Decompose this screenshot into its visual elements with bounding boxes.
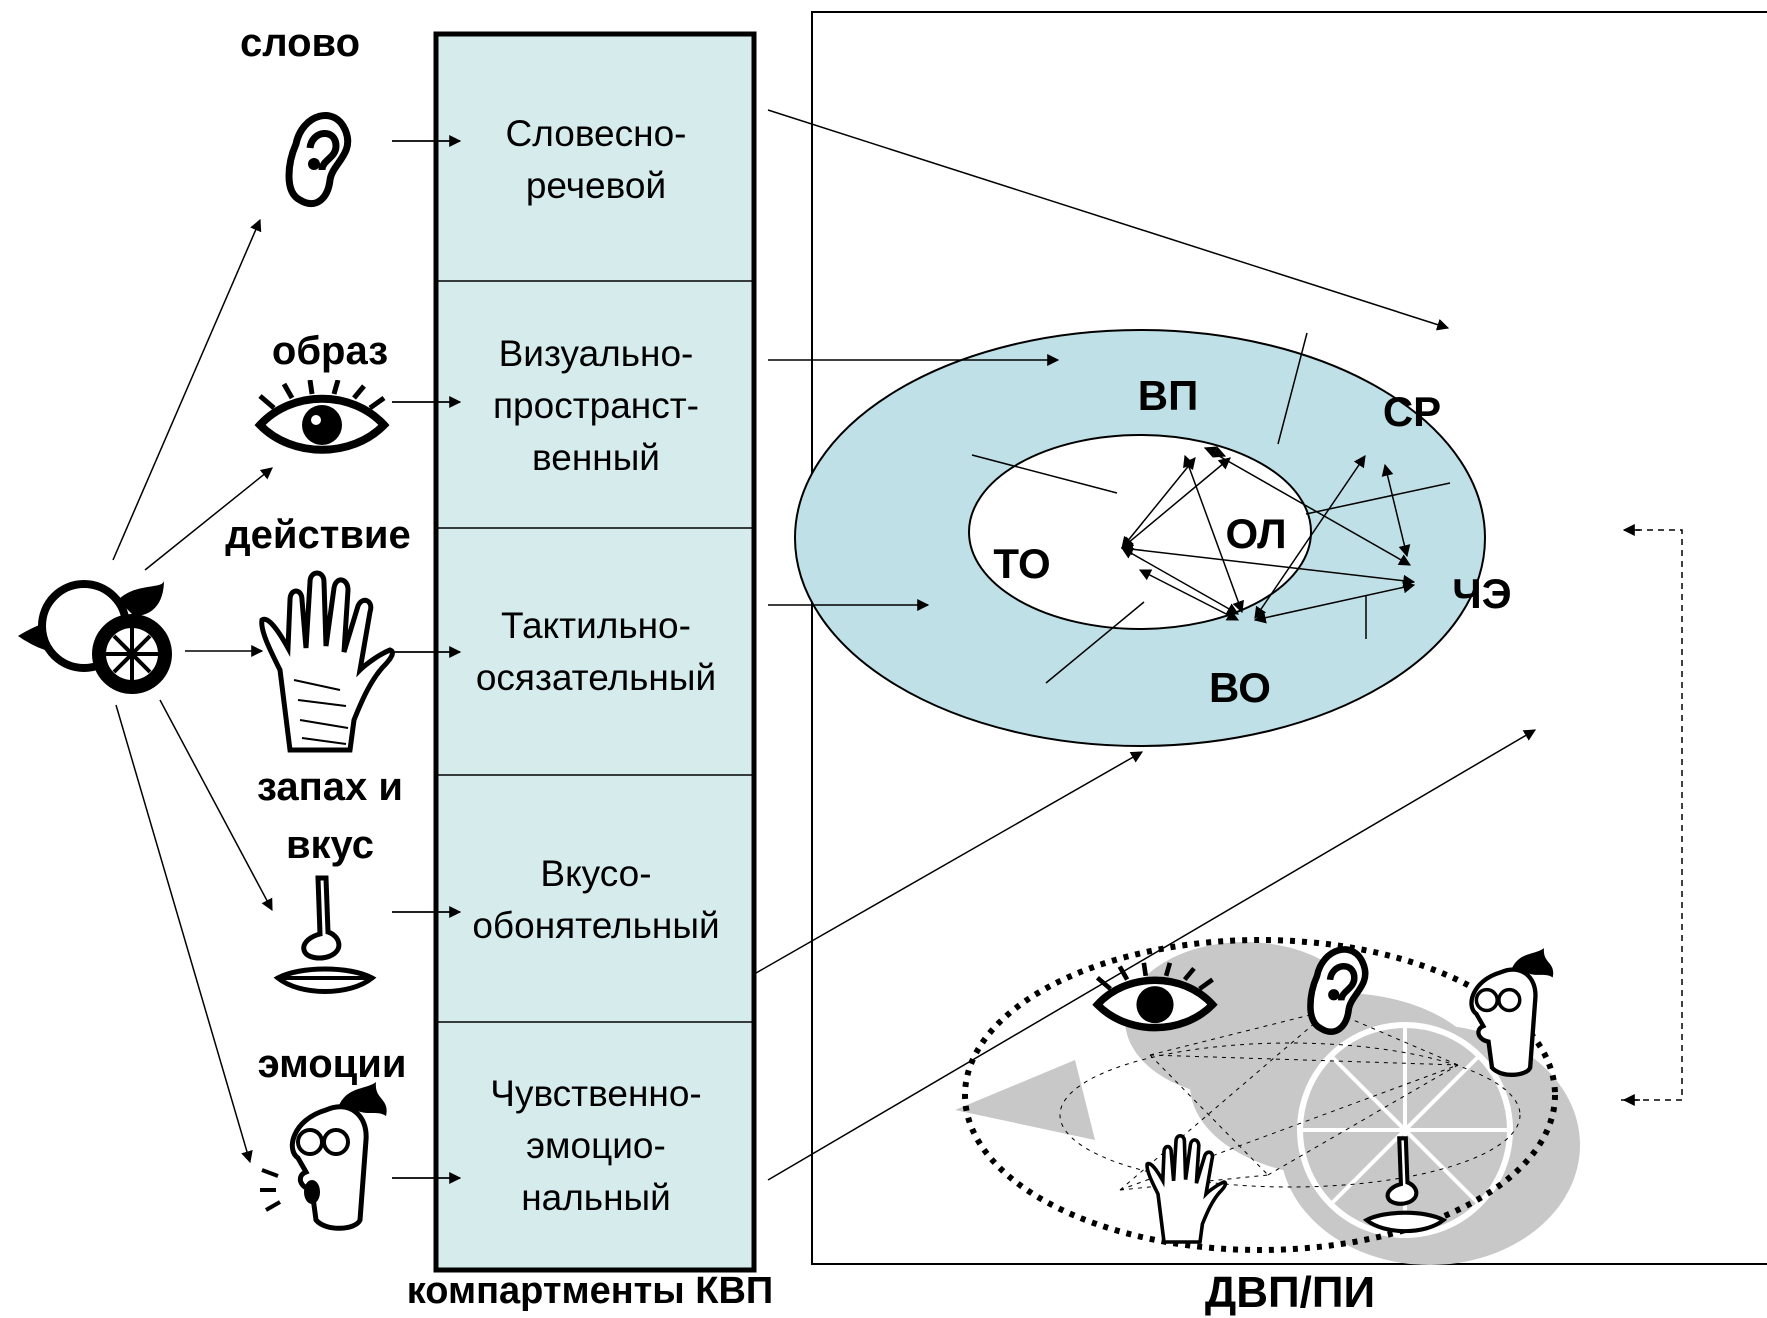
ring-segment-vo: ВО <box>1209 664 1271 711</box>
modality-arrows <box>392 135 462 1184</box>
hand-icon <box>259 570 395 753</box>
compartment-tactile: Тактильно- осязательный <box>438 530 754 774</box>
lemon-arrows <box>112 218 273 1164</box>
eye-icon <box>254 380 390 454</box>
lemon-icon <box>18 580 172 694</box>
compartments-caption: компартменты КВП <box>406 1270 774 1312</box>
ring-segment-vp: ВП <box>1137 372 1199 419</box>
compartment-taste-smell: Вкусо- обонятельный <box>438 778 754 1022</box>
ear-icon <box>1307 946 1369 1035</box>
eye-icon <box>1092 962 1218 1032</box>
compartment-verbal: Словесно- речевой <box>438 40 754 280</box>
nose-mouth-icon <box>1362 1136 1448 1234</box>
sensory-sketch <box>955 937 1580 1265</box>
ring-divider <box>971 454 1118 494</box>
ring-segment-to: ТО <box>993 540 1051 587</box>
ring-center-ol: ОЛ <box>1225 510 1287 557</box>
compartment-label: Тактильно- осязательный <box>475 605 717 698</box>
ear-icon <box>285 112 352 208</box>
ring-segment-sr: СР <box>1382 388 1442 435</box>
inner-network <box>1120 446 1416 624</box>
compartment-label: Чувственно- эмоцио- нальный <box>490 1073 702 1218</box>
modality-label-emotions: эмоции <box>257 1042 407 1086</box>
nose-mouth-icon <box>273 875 377 994</box>
ring-divider <box>1277 332 1308 445</box>
compartment-visual-spatial: Визуально- пространст- венный <box>438 284 754 528</box>
ring-divider <box>1045 601 1145 684</box>
compartment-label: Визуально- пространст- венный <box>493 333 699 478</box>
modality-label-word: слово <box>239 21 361 65</box>
emotional-face-icon <box>260 1082 387 1231</box>
modality-label-smell-taste: запах и вкус <box>257 765 403 867</box>
compartment-emotional: Чувственно- эмоцио- нальный <box>438 1024 754 1268</box>
emotional-face-icon <box>1469 948 1554 1077</box>
right-panel-frame <box>811 11 1767 1265</box>
compartment-column <box>433 31 757 1273</box>
compartment-label: Вкусо- обонятельный <box>472 853 720 946</box>
bottom-caption: ДВП/ПИ <box>1204 1268 1376 1317</box>
hand-icon <box>1145 1134 1228 1244</box>
modality-label-action: действие <box>225 513 411 557</box>
feedback-loop <box>1620 524 1683 1106</box>
compartment-label: Словесно- речевой <box>505 113 687 206</box>
ring-arrows <box>755 109 1537 1181</box>
modality-label-image: образ <box>271 329 389 373</box>
ring-segment-che: ЧЭ <box>1452 570 1512 617</box>
